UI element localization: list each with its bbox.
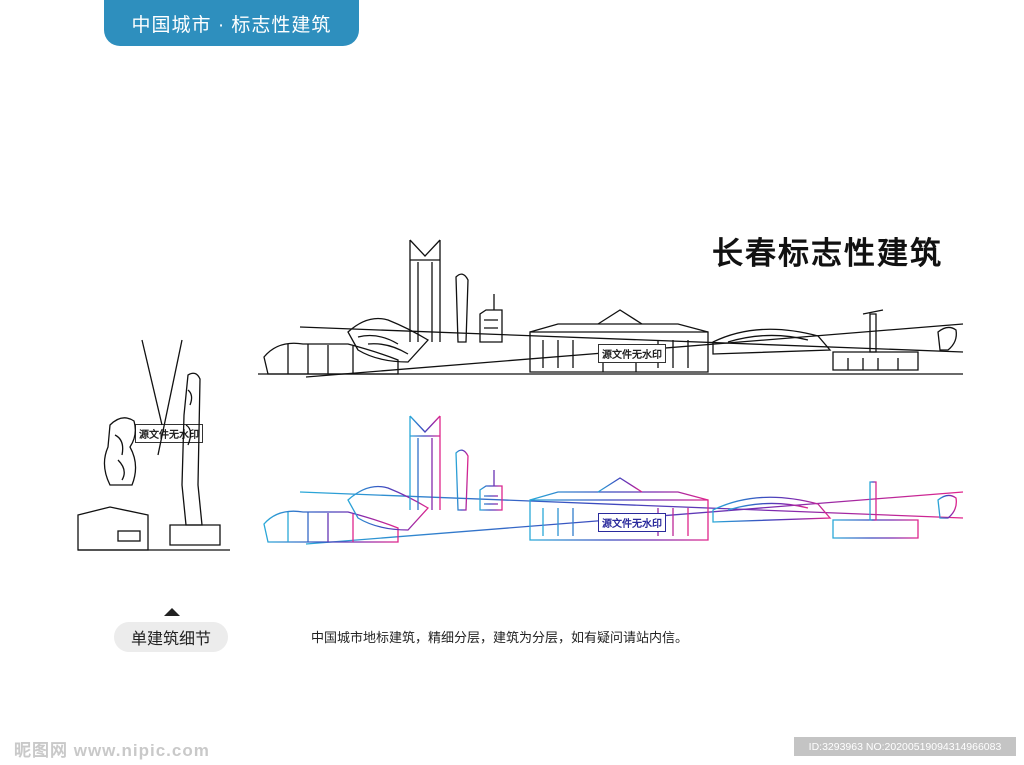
single-building-illustration bbox=[77, 339, 230, 551]
page-title: 长春标志性建筑 bbox=[712, 236, 943, 272]
single-building-detail-button[interactable]: 单建筑细节 bbox=[114, 622, 228, 652]
image-id-bar: ID:3293963 NO:20200519094314966083 bbox=[794, 737, 1016, 756]
watermark-stamp: 源文件无水印 bbox=[598, 513, 666, 532]
description-text: 中国城市地标建筑，精细分层，建筑为分层，如有疑问请站内信。 bbox=[311, 630, 689, 645]
watermark-stamp: 源文件无水印 bbox=[598, 344, 666, 363]
skyline-gradient-illustration bbox=[258, 415, 964, 545]
site-watermark: 昵图网 www.nipic.com bbox=[14, 741, 210, 760]
category-badge: 中国城市 · 标志性建筑 bbox=[104, 0, 359, 46]
caret-up-icon bbox=[164, 608, 180, 616]
